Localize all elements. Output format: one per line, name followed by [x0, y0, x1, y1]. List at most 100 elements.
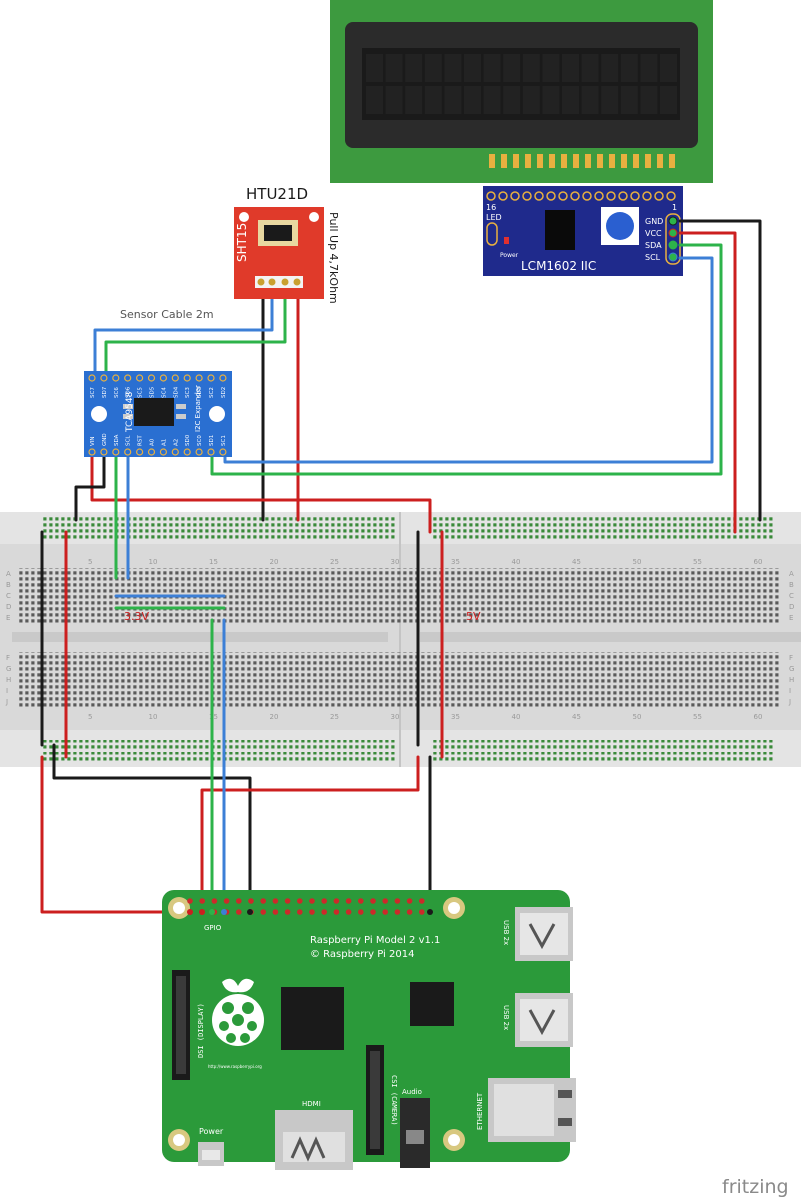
bb-col-label-bottom: 10: [149, 713, 158, 721]
pi-audio-label: Audio: [402, 1088, 422, 1096]
pi-usb-label-1: USB 2x: [502, 920, 510, 945]
htu21d-sensor: HTU21D SHT15 Pull Up 4,7kOhm: [234, 185, 340, 304]
svg-text:A: A: [6, 570, 11, 578]
bb-col-label-bottom: 35: [451, 713, 460, 721]
mux-top-pin-label: SD4: [173, 386, 179, 398]
bb-col-label-bottom: 50: [633, 713, 642, 721]
bb-col-label-bottom: 30: [391, 713, 400, 721]
bb-col-label-top: 15: [209, 558, 218, 566]
svg-text:D: D: [6, 603, 11, 611]
wires: [40, 219, 762, 914]
svg-text:F: F: [789, 654, 793, 662]
gpio-wire-ends: [187, 909, 433, 915]
mux-top-pin-label: SC6: [114, 387, 120, 398]
mux-name: TCA9548: [125, 391, 135, 433]
bb-col-label-top: 30: [391, 558, 400, 566]
svg-text:B: B: [789, 581, 794, 589]
svg-text:C: C: [789, 592, 794, 600]
mux-top-pin-label: SC4: [161, 387, 167, 398]
pi-model-label: Raspberry Pi Model 2 v1.1: [310, 935, 440, 946]
pi-gpio-label: GPIO: [204, 924, 222, 932]
svg-text:B: B: [6, 581, 11, 589]
mux-top-pin-label: SC7: [90, 387, 96, 398]
mux-bottom-pin-label: SCL: [126, 435, 132, 446]
svg-text:E: E: [6, 614, 10, 622]
bb-col-label-bottom: 20: [270, 713, 279, 721]
lcd-pin16-label: 16: [486, 203, 496, 212]
lcd-character-grid: [366, 54, 677, 114]
mux-top-pin-label: SC2: [209, 387, 215, 398]
bb-col-label-bottom: 60: [754, 713, 763, 721]
svg-text:F: F: [6, 654, 10, 662]
bb-col-label-bottom: 25: [330, 713, 339, 721]
mux-bottom-pin-label: SDA: [114, 434, 120, 446]
lcd-display: [330, 0, 713, 183]
lcd-gnd-label: GND: [645, 217, 663, 226]
pi-csi-label: CSI (CAMERA): [390, 1075, 398, 1126]
bb-col-label-bottom: 5: [88, 713, 92, 721]
bb-col-label-top: 40: [512, 558, 521, 566]
lcd-scl-label: SCL: [645, 253, 661, 262]
pi-dsi-label: DSI (DISPLAY): [197, 1003, 205, 1058]
lcd-led-label: LED: [486, 213, 502, 222]
sensor-chip-label: SHT15: [235, 223, 249, 262]
lcd-power-label: Power: [500, 252, 519, 259]
svg-text:I: I: [789, 687, 791, 695]
svg-text:C: C: [6, 592, 11, 600]
pi-hdmi-label: HDMI: [302, 1100, 321, 1108]
svg-text:A: A: [789, 570, 794, 578]
svg-text:H: H: [789, 676, 794, 684]
bb-col-label-bottom: 40: [512, 713, 521, 721]
mux-bottom-pin-label: A0: [150, 438, 156, 446]
pi-copyright-label: © Raspberry Pi 2014: [310, 949, 414, 960]
bb-col-label-top: 55: [693, 558, 702, 566]
mux-bottom-pin-label: A2: [173, 439, 179, 446]
raspberry-pi: GPIO Raspberry Pi Model 2 v1.1 © Raspber…: [162, 890, 576, 1170]
mux-bottom-pin-label: SC0: [197, 435, 203, 446]
bb-col-label-top: 5: [88, 558, 92, 566]
gpio-header: [187, 898, 425, 915]
mux-top-pin-label: SD3: [197, 386, 203, 398]
mux-top-pin-label: SD2: [221, 387, 227, 398]
sensor-title: HTU21D: [246, 185, 308, 203]
lcd-header-pins: [489, 154, 675, 168]
bb-col-label-top: 45: [572, 558, 581, 566]
mux-bottom-pin-label: VIN: [90, 437, 96, 447]
mux-top-pin-label: SC5: [138, 387, 144, 398]
rail-3v3-label: 3.3V: [124, 610, 149, 623]
pi-power-label: Power: [199, 1127, 224, 1136]
tca9548-multiplexer: SC7 SD7 SC6 SD6 SC5 SD5 SC4 SD4 SC3 SD3 SC2 SD2 VIN…: [84, 371, 232, 457]
lcd-pin1-label: 1: [672, 203, 677, 212]
lcd-module-label: LCM1602 IIC: [521, 259, 596, 273]
mux-top-pin-label: SD6: [126, 386, 132, 398]
svg-text:I: I: [6, 687, 8, 695]
svg-text:E: E: [789, 614, 793, 622]
raspberry-pi-logo-icon: [212, 978, 264, 1046]
bb-col-label-top: 35: [451, 558, 460, 566]
svg-text:H: H: [6, 676, 11, 684]
pi-url-label: http://www.raspberrypi.org: [208, 1064, 262, 1069]
sensor-pullup-label: Pull Up 4,7kOhm: [327, 212, 340, 304]
bb-col-label-top: 20: [270, 558, 279, 566]
mux-bottom-pin-label: RST: [138, 435, 144, 446]
bb-col-label-bottom: 45: [572, 713, 581, 721]
mux-top-pin-label: SD7: [102, 386, 108, 398]
pi-ethernet-label: ETHERNET: [476, 1092, 484, 1130]
mux-sub: I2C Expander: [194, 385, 202, 432]
svg-text:G: G: [789, 665, 794, 673]
bb-col-label-top: 50: [633, 558, 642, 566]
rail-5v-label: 5V: [466, 610, 481, 623]
mux-top-pin-label: SD5: [150, 386, 156, 398]
breadboard: 5510101515202025253030353540404545505055…: [0, 512, 801, 767]
fritzing-watermark: fritzing: [722, 1176, 789, 1198]
svg-text:G: G: [6, 665, 11, 673]
bb-col-label-top: 25: [330, 558, 339, 566]
mux-bottom-pin-label: SD0: [185, 434, 191, 446]
pi-usb-label-2: USB 2x: [502, 1005, 510, 1030]
mux-top-pin-label: SC3: [185, 387, 191, 398]
svg-text:D: D: [789, 603, 794, 611]
mux-bottom-pin-label: SD1: [209, 435, 215, 446]
mux-bottom-pin-label: GND: [102, 433, 108, 446]
